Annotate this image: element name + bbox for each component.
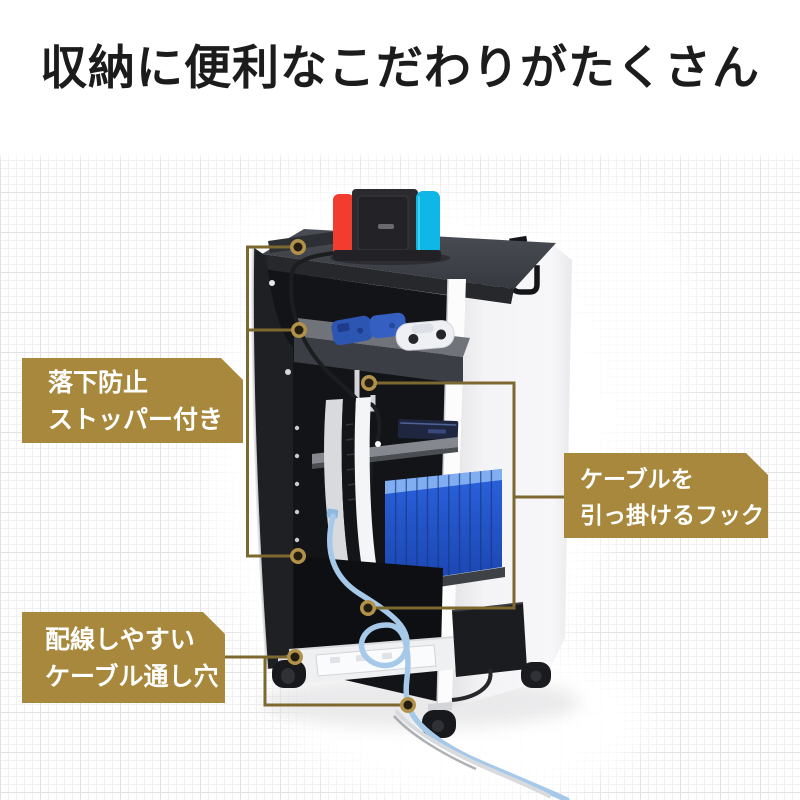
leader-stopper (246, 245, 299, 558)
gaming-rack (251, 189, 572, 800)
caster-wheels (272, 654, 551, 738)
callout-dot (290, 548, 306, 564)
callout-text: 配線しやすい (45, 626, 195, 654)
callout-dot (400, 697, 416, 713)
callout-dot (290, 239, 306, 255)
callout-dot (360, 600, 376, 616)
page-title: 収納に便利なこだわりがたくさん (40, 41, 760, 94)
leader-cable-hole (225, 655, 408, 707)
callout-dots (287, 239, 416, 713)
nintendo-switch-dock (330, 189, 450, 265)
cable-white (395, 710, 551, 798)
callout-label-cable-hole: 配線しやすい ケーブル通し穴 (22, 612, 225, 703)
callout-label-stopper: 落下防止 ストッパー付き (22, 358, 243, 443)
joycon-right (416, 191, 440, 255)
side-frame-highlight (251, 246, 269, 670)
dualsense-controller (395, 320, 455, 351)
callout-text: ケーブル通し穴 (45, 663, 219, 691)
callout-dot (287, 649, 303, 665)
callout-text: 落下防止 (48, 369, 149, 397)
callout-dot (361, 375, 377, 391)
usb-cable-blue (327, 513, 570, 800)
callout-text: ケーブルを (580, 466, 694, 492)
callout-text: 引っ掛けるフック (580, 502, 764, 528)
side-frame-black (252, 247, 293, 669)
grid-top-fade (0, 152, 800, 162)
callout-dot (291, 322, 307, 338)
callout-label-cable-hook: ケーブルを 引っ掛けるフック (564, 453, 768, 538)
joycon-left (333, 194, 354, 256)
leader-lines (225, 245, 564, 707)
callout-text: ストッパー付き (48, 406, 224, 434)
leader-cable-hook (368, 381, 564, 610)
cable-gray (393, 715, 477, 771)
ac-adapter (452, 603, 527, 677)
blue-controller (331, 315, 373, 346)
side-panel-white (437, 244, 572, 712)
